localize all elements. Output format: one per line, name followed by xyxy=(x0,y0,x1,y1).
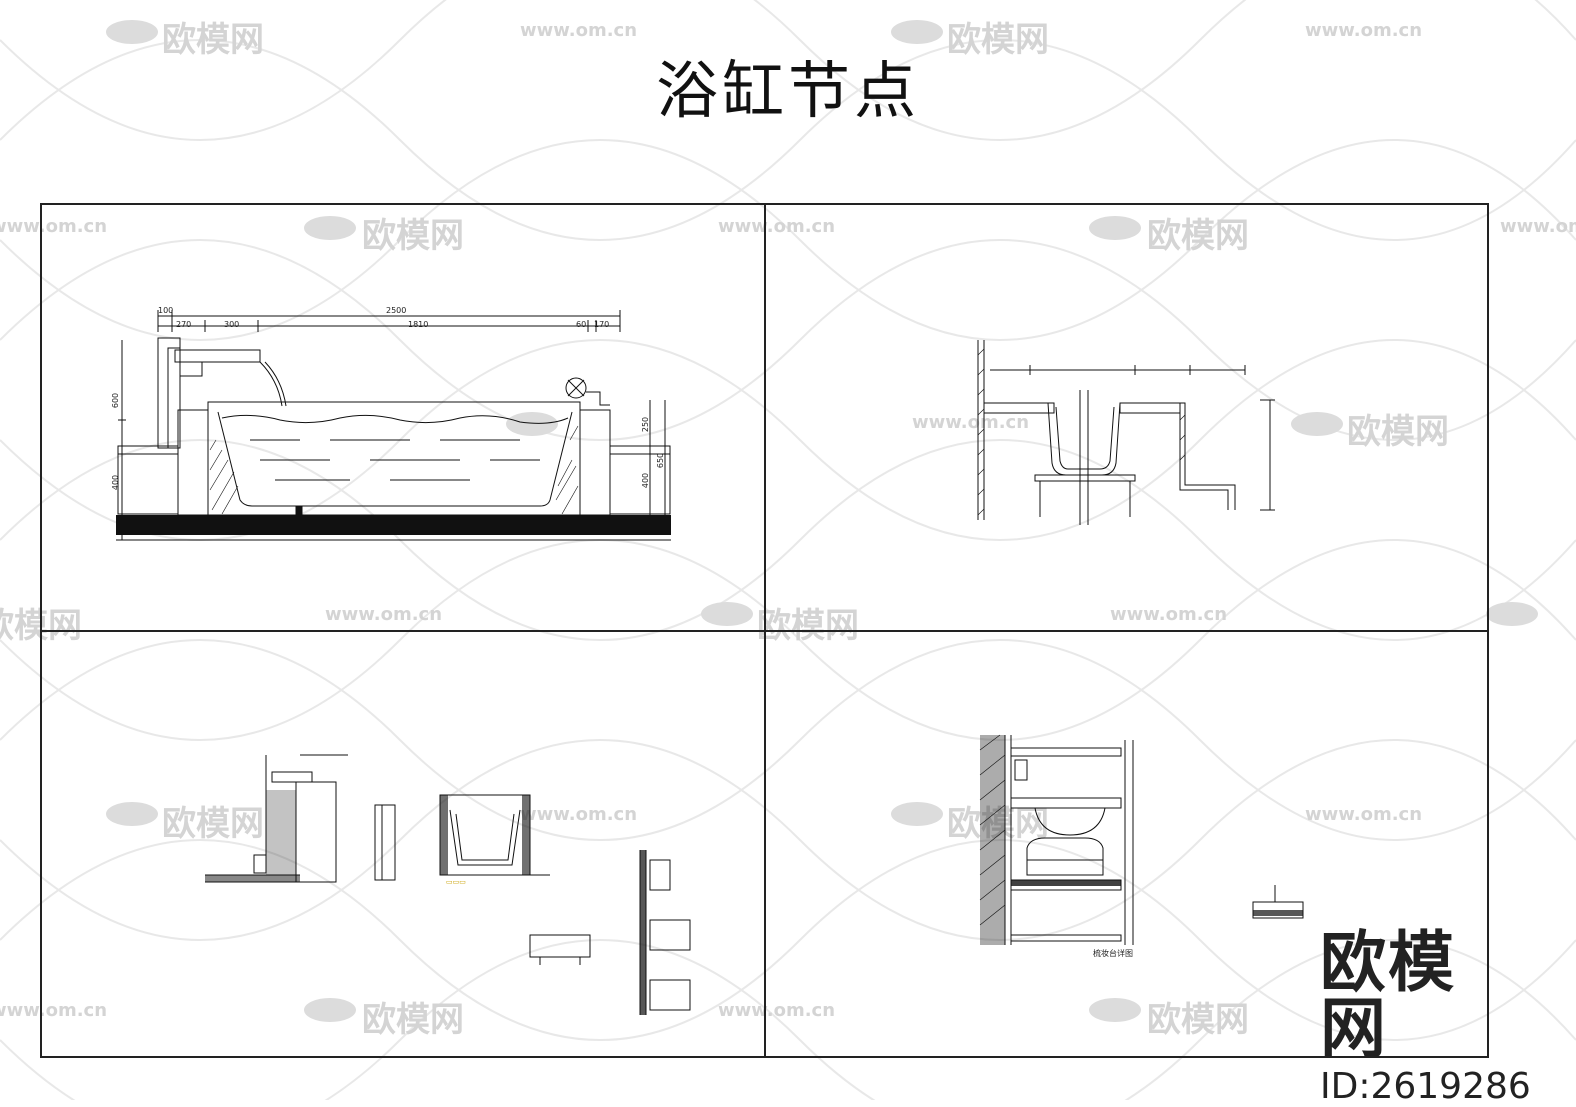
panel-bathtub-section: 2500 100 270 300 1810 60 170 600 400 250… xyxy=(110,300,680,550)
watermark-logo-icon xyxy=(106,20,1538,1022)
sheet-horizontal-divider xyxy=(40,630,1489,632)
brand-logo-text: 欧模网 xyxy=(1320,924,1456,1067)
dim-label-270: 270 xyxy=(176,320,192,329)
bathtub-details-drawing xyxy=(205,754,691,1015)
dim-label-60: 60 xyxy=(576,320,587,329)
dim-label-650: 650 xyxy=(656,452,666,469)
brand-block: 欧模网 ID:2619286 xyxy=(1320,924,1531,1107)
dim-label-170: 170 xyxy=(594,320,610,329)
dim-label-400-left: 400 xyxy=(111,474,121,491)
detail-caption-yellow: ▭▭▭ xyxy=(446,878,466,886)
brand-id: ID:2619286 xyxy=(1320,1066,1531,1107)
vanity-detail-drawing xyxy=(979,734,1304,945)
dim-label-250: 250 xyxy=(641,416,651,433)
vanity-caption: 梳妆台详图 xyxy=(1093,949,1133,958)
panel-bathtub-details: ▭▭▭ xyxy=(200,750,740,1020)
bathtub-section-drawing xyxy=(116,310,671,541)
page-title: 浴缸节点 xyxy=(655,54,920,127)
dim-label-total: 2500 xyxy=(386,306,407,315)
sink-section-drawing xyxy=(977,340,1275,525)
dim-label-600: 600 xyxy=(111,392,121,409)
dim-label-300: 300 xyxy=(224,320,240,329)
dim-label-400-right: 400 xyxy=(641,472,651,489)
dim-label-1810: 1810 xyxy=(408,320,429,329)
dim-label-100: 100 xyxy=(158,306,174,315)
panel-vanity-detail: 梳妆台详图 xyxy=(975,730,1325,960)
panel-sink-section xyxy=(970,335,1290,530)
